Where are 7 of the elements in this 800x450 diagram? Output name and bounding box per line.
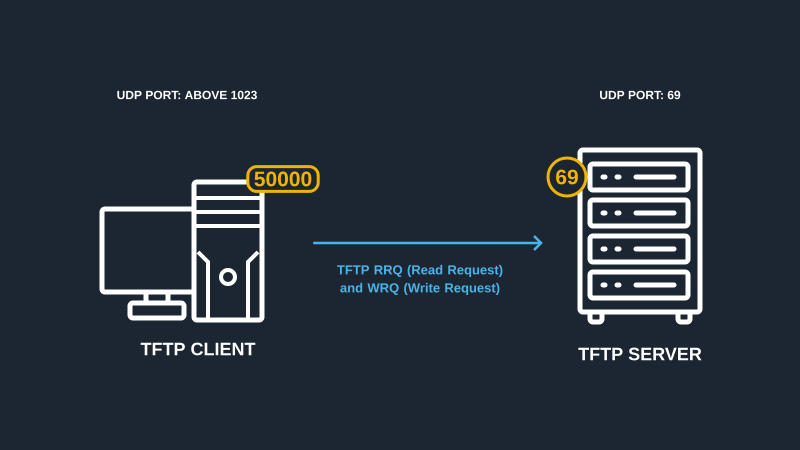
port-label: UDP PORT: ABOVE 1023: [117, 90, 257, 100]
port-label: UDP PORT: 69: [600, 90, 680, 100]
client-label: TFTP CLIENT: [140, 342, 256, 356]
port-badge: 50000: [246, 165, 320, 193]
arrow: [313, 235, 543, 251]
edge-label: TFTP RRQ (Read Request) and WRQ (Write Request): [337, 264, 502, 296]
server-label: TFTP SERVER: [578, 348, 702, 360]
